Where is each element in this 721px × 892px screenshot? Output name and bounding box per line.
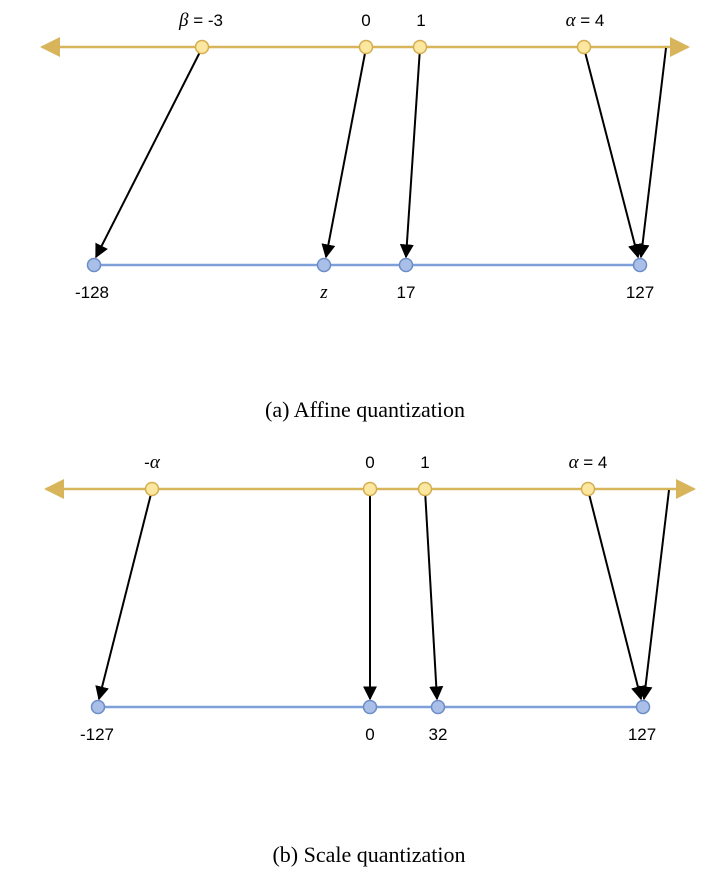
int-point-z xyxy=(316,257,332,273)
caption-scale: (b) Scale quantization xyxy=(272,842,465,867)
label-beta: β = -3 xyxy=(178,10,223,31)
panel-scale: -α 0 1 α = 4 -127 0 32 127 (b) Scale qua… xyxy=(44,452,696,867)
label-alpha: α = 4 xyxy=(566,10,605,31)
label-real-one: 1 xyxy=(420,453,429,472)
mapping-arrow-clip xyxy=(635,47,667,259)
label-real-zero: 0 xyxy=(361,11,370,30)
real-point-neg-alpha xyxy=(144,481,160,497)
label-int-min: -128 xyxy=(75,283,109,302)
real-point-one xyxy=(412,39,428,55)
label-neg-alpha: -α xyxy=(144,452,161,473)
mapping-arrow-beta xyxy=(95,47,203,259)
int-point-zero xyxy=(362,699,378,715)
label-int-one: 32 xyxy=(429,725,448,744)
real-point-zero xyxy=(362,481,378,497)
label-int-zero: 0 xyxy=(365,725,374,744)
label-int-min: -127 xyxy=(80,725,114,744)
caption-affine: (a) Affine quantization xyxy=(265,397,465,422)
label-real-one: 1 xyxy=(416,11,425,30)
real-point-alpha xyxy=(576,39,592,55)
mapping-arrow-neg-alpha xyxy=(95,489,153,701)
int-point-min xyxy=(86,257,102,273)
int-point-one xyxy=(430,699,446,715)
mapping-arrow-zero xyxy=(321,47,367,259)
int-point-max xyxy=(635,699,651,715)
int-point-min xyxy=(90,699,106,715)
label-int-max: 127 xyxy=(628,725,656,744)
label-int-one: 17 xyxy=(397,283,416,302)
int-point-one xyxy=(398,257,414,273)
label-alpha: α = 4 xyxy=(569,452,608,473)
real-point-beta xyxy=(194,39,210,55)
real-point-alpha xyxy=(580,481,596,497)
int-point-max xyxy=(632,257,648,273)
mapping-arrow-alpha xyxy=(587,489,645,701)
real-point-one xyxy=(417,481,433,497)
mapping-arrow-one xyxy=(399,47,421,259)
mapping-arrow-clip xyxy=(638,489,670,701)
real-point-zero xyxy=(358,39,374,55)
label-int-z: z xyxy=(319,282,328,303)
panel-affine: β = -3 0 1 α = 4 -128 z 17 127 (a) Affin… xyxy=(40,10,690,422)
mapping-arrow-one xyxy=(424,489,444,701)
mapping-arrow-alpha xyxy=(583,47,642,259)
label-real-zero: 0 xyxy=(365,453,374,472)
label-int-max: 127 xyxy=(626,283,654,302)
